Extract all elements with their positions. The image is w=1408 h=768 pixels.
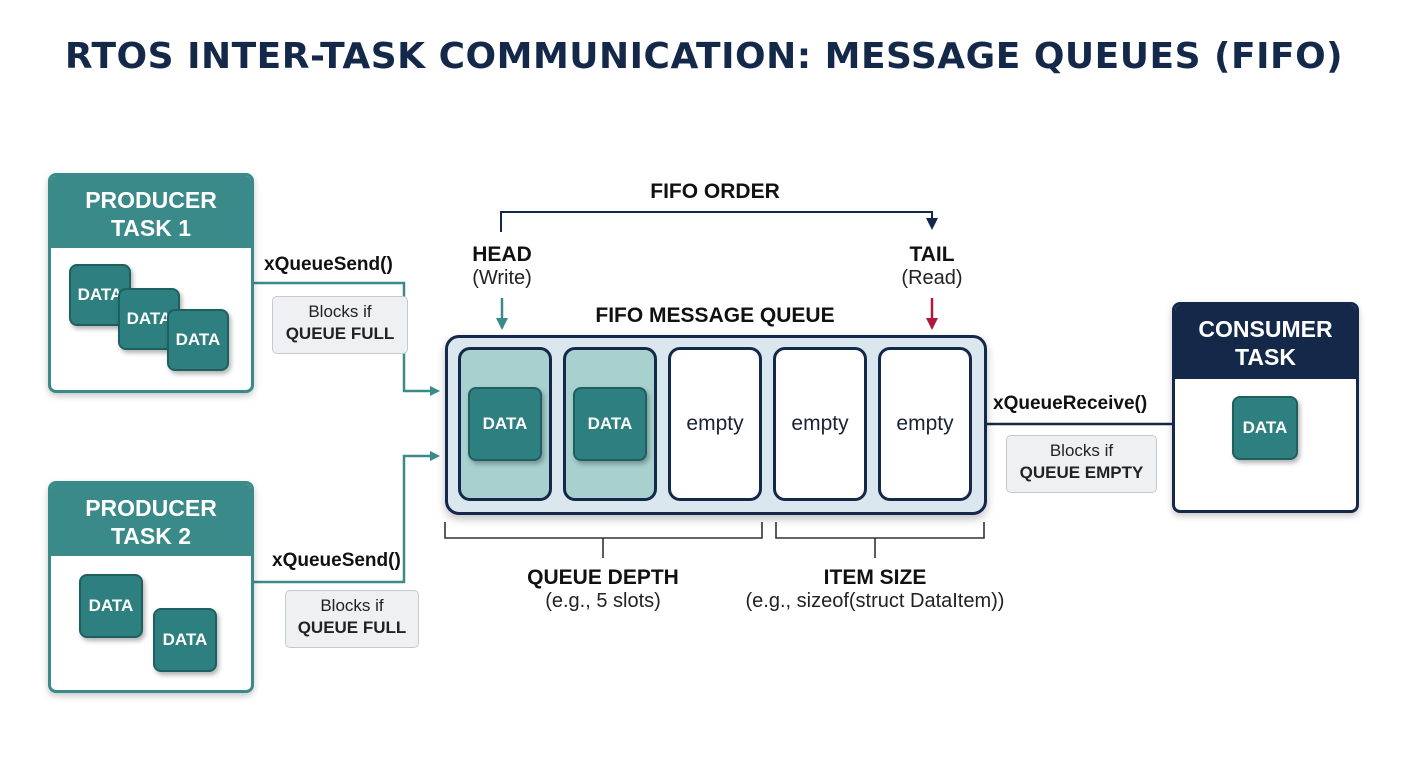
queue-slot-4: empty (773, 347, 867, 501)
consumer-task-title-line1: CONSUMER (1198, 316, 1333, 342)
producer-task-2-header: PRODUCER TASK 2 (51, 484, 251, 556)
producer-task-1-header: PRODUCER TASK 1 (51, 176, 251, 248)
producer-task-1-title-line1: PRODUCER (85, 187, 217, 213)
producer1-note-line1: Blocks if (308, 302, 372, 321)
producer1-note-line2: QUEUE FULL (285, 324, 395, 343)
consumer-task-header: CONSUMER TASK (1175, 305, 1356, 379)
queue-depth-group: QUEUE DEPTH (e.g., 5 slots) (480, 566, 726, 613)
consumer-task-title-line2: TASK (1235, 344, 1296, 370)
queue-slot-5: empty (878, 347, 972, 501)
consumer-note-line1: Blocks if (1049, 441, 1114, 460)
tail-label: TAIL (909, 243, 955, 266)
tail-label-group: TAIL (Read) (880, 243, 984, 290)
consumer-receive-fn: xQueueReceive() (993, 393, 1148, 414)
producer2-note-line1: Blocks if (320, 596, 384, 615)
page-title: RTOS INTER-TASK COMMUNICATION: MESSAGE Q… (64, 36, 1344, 77)
producer2-block-note: Blocks if QUEUE FULL (285, 590, 419, 648)
producer2-note-line2: QUEUE FULL (297, 618, 407, 637)
producer-task-2-title-line1: PRODUCER (85, 495, 217, 521)
queue-label: FIFO MESSAGE QUEUE (595, 304, 835, 327)
producer1-data-chip: DATA (167, 309, 229, 371)
head-label: HEAD (472, 243, 532, 266)
producer1-block-note: Blocks if QUEUE FULL (272, 296, 408, 354)
queue-depth-sublabel: (e.g., 5 slots) (545, 590, 661, 612)
depth-bracket (444, 522, 763, 558)
producer2-data-chip: DATA (153, 608, 217, 672)
item-size-sublabel: (e.g., sizeof(struct DataItem)) (745, 590, 1005, 612)
queue-slot-3: empty (668, 347, 762, 501)
producer2-data-chip: DATA (79, 574, 143, 638)
queue-slot-2: DATA (563, 347, 657, 501)
queue-slot-1: DATA (458, 347, 552, 501)
consumer-data-chip: DATA (1232, 396, 1298, 460)
producer-task-1-title-line2: TASK 1 (110, 215, 192, 241)
queue-data-item: DATA (468, 387, 542, 461)
fifo-order-label: FIFO ORDER (650, 180, 780, 203)
queue-data-item: DATA (573, 387, 647, 461)
item-size-group: ITEM SIZE (e.g., sizeof(struct DataItem)… (710, 566, 1040, 613)
head-sublabel: (Write) (472, 267, 532, 289)
producer2-send-fn: xQueueSend() (272, 550, 401, 571)
consumer-block-note: Blocks if QUEUE EMPTY (1006, 435, 1157, 493)
producer2-send-arrow (160, 451, 440, 584)
producer-task-2-title-line2: TASK 2 (110, 523, 192, 549)
fifo-order-bracket (500, 211, 938, 232)
head-label-group: HEAD (Write) (450, 243, 554, 290)
tail-sublabel: (Read) (901, 267, 963, 289)
item-size-bracket (775, 522, 985, 558)
consumer-note-line2: QUEUE EMPTY (1019, 463, 1144, 482)
producer1-send-fn: xQueueSend() (264, 254, 393, 275)
queue-depth-label: QUEUE DEPTH (527, 566, 679, 589)
item-size-label: ITEM SIZE (823, 566, 927, 589)
